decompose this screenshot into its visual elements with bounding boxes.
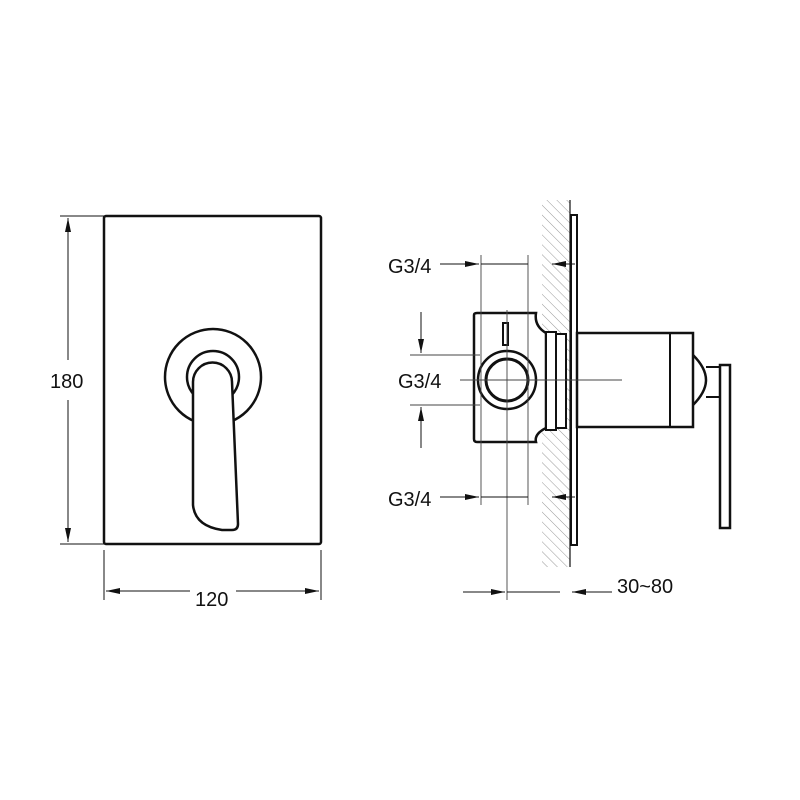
depth-range-label: 30~80 (617, 576, 673, 598)
handle-dome (692, 354, 708, 406)
front-view (60, 214, 323, 600)
bottom-thread-label: G3/4 (388, 489, 431, 511)
side-view (410, 200, 732, 600)
height-dimension (60, 215, 104, 545)
height-label: 180 (50, 371, 83, 393)
collar-ring (555, 333, 567, 429)
side-lever (718, 363, 732, 530)
width-label: 120 (195, 589, 228, 611)
lever-handle (191, 361, 240, 532)
width-dimension (103, 550, 322, 600)
middle-thread-label: G3/4 (398, 371, 441, 393)
valve-stem (502, 322, 509, 346)
top-thread-label: G3/4 (388, 256, 431, 278)
collar (545, 331, 557, 431)
cover-plate (102, 214, 323, 546)
